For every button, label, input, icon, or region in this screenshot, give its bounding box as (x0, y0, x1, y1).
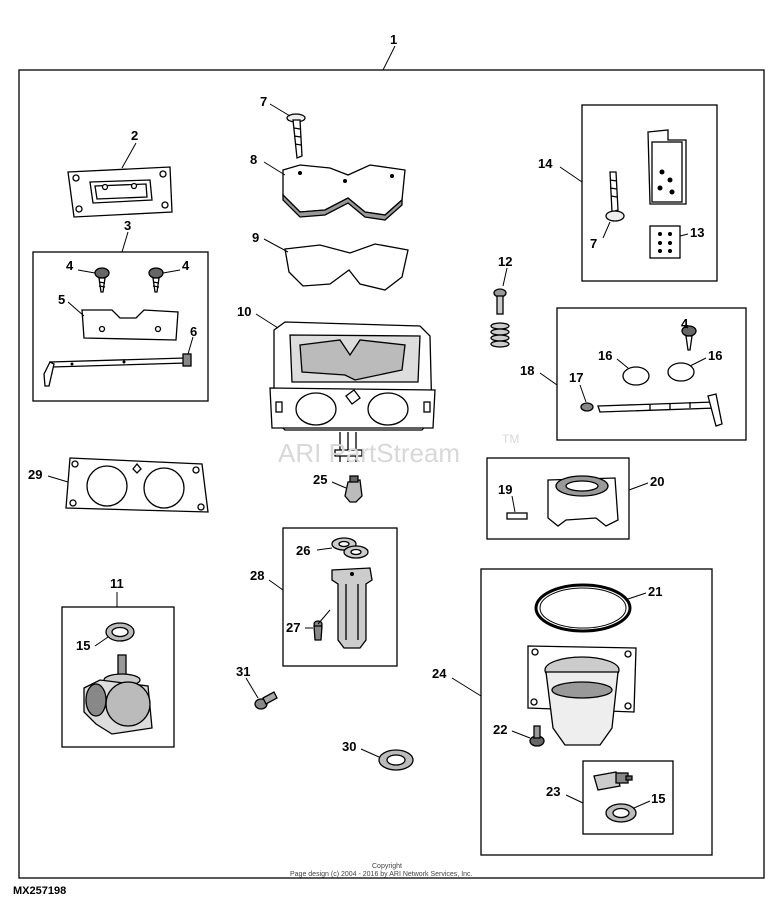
callout-4[interactable]: 4 (182, 258, 190, 273)
part-5-bracket[interactable] (81, 309, 179, 341)
assembly-box (18, 69, 765, 879)
watermark: ARI PartStream (278, 438, 460, 468)
callout-4[interactable]: 4 (681, 316, 689, 331)
watermark-tm: TM (502, 432, 519, 446)
part-30-washer[interactable] (378, 749, 414, 771)
callout-17[interactable]: 17 (569, 370, 583, 385)
part-25-fitting[interactable] (344, 475, 363, 503)
callout-4[interactable]: 4 (66, 258, 74, 273)
part-4-screw[interactable] (94, 267, 110, 293)
callout-27[interactable]: 27 (286, 620, 300, 635)
callout-20[interactable]: 20 (650, 474, 664, 489)
kit-23-box (582, 760, 674, 835)
part-23-solenoid[interactable] (593, 771, 633, 791)
part-29-gasket[interactable] (65, 457, 209, 513)
part-15-washer[interactable] (105, 622, 135, 642)
callout-14[interactable]: 14 (538, 156, 553, 171)
part-9-gasket[interactable] (284, 243, 409, 291)
part-27-needle[interactable] (313, 609, 331, 641)
part-8-top-plate[interactable] (282, 164, 406, 221)
part-28-float[interactable] (331, 567, 373, 649)
callout-12[interactable]: 12 (498, 254, 512, 269)
callout-9[interactable]: 9 (252, 230, 259, 245)
callout-28[interactable]: 28 (250, 568, 264, 583)
part-11-solenoid[interactable] (83, 654, 153, 735)
part-17-washer[interactable] (580, 402, 594, 412)
callout-29[interactable]: 29 (28, 467, 42, 482)
callout-24[interactable]: 24 (432, 666, 447, 681)
part-5-rod[interactable] (43, 357, 187, 387)
part-15-washer[interactable] (605, 803, 637, 823)
part-20-bracket[interactable] (547, 475, 619, 527)
callout-11[interactable]: 11 (110, 576, 124, 591)
callout-25[interactable]: 25 (313, 472, 327, 487)
kit-28-box (282, 527, 398, 667)
part-21-o-ring[interactable] (534, 583, 632, 633)
part-18-shaft[interactable] (597, 393, 723, 427)
callout-5[interactable]: 5 (58, 292, 65, 307)
part-4-screw[interactable] (148, 267, 164, 293)
part-22-screw[interactable] (529, 725, 545, 747)
kit-3-box (32, 251, 209, 402)
part-24-float-bowl[interactable] (527, 645, 637, 746)
part-13-plate[interactable] (649, 225, 681, 259)
callout-2[interactable]: 2 (131, 128, 138, 143)
callout-22[interactable]: 22 (493, 722, 507, 737)
kit-11-box (61, 606, 175, 748)
callout-21[interactable]: 21 (648, 584, 662, 599)
part-7-screw[interactable] (605, 171, 625, 222)
part-16-disc[interactable] (667, 362, 695, 382)
part-26-gaskets[interactable] (331, 537, 369, 559)
callout-31[interactable]: 31 (236, 664, 250, 679)
copyright-line1: Copyright (372, 863, 402, 870)
callout-19[interactable]: 19 (498, 482, 512, 497)
callout-26[interactable]: 26 (296, 543, 310, 558)
part-14-bracket[interactable] (647, 129, 687, 205)
part-10-carburetor-body[interactable] (269, 321, 436, 462)
callout-30[interactable]: 30 (342, 739, 356, 754)
callout-23[interactable]: 23 (546, 784, 560, 799)
callout-8[interactable]: 8 (250, 152, 257, 167)
callout-6[interactable]: 6 (190, 324, 197, 339)
copyright-line2: Page design (c) 2004 - 2016 by ARI Netwo… (290, 871, 473, 878)
callout-1[interactable]: 1 (390, 32, 397, 47)
kit-14-box (581, 104, 718, 282)
callout-16[interactable]: 16 (708, 348, 722, 363)
figure-id: MX257198 (13, 885, 66, 897)
part-6-nut[interactable] (182, 353, 192, 367)
callout-18[interactable]: 18 (520, 363, 534, 378)
callout-7[interactable]: 7 (590, 236, 597, 251)
callout-13[interactable]: 13 (690, 225, 704, 240)
callout-7[interactable]: 7 (260, 94, 267, 109)
part-12-screw-spring[interactable] (490, 288, 510, 348)
callout-10[interactable]: 10 (237, 304, 251, 319)
part-16-disc[interactable] (622, 366, 650, 386)
kit-18-box (556, 307, 747, 441)
callout-16[interactable]: 16 (598, 348, 612, 363)
part-4-screw[interactable] (681, 325, 697, 351)
kit-24-box (480, 568, 713, 856)
callout-15[interactable]: 15 (76, 638, 90, 653)
part-2-cover-plate[interactable] (67, 166, 173, 218)
callout-15[interactable]: 15 (651, 791, 665, 806)
callout-3[interactable]: 3 (124, 218, 131, 233)
part-19-pin[interactable] (506, 512, 528, 520)
part-7-screw[interactable] (286, 113, 306, 159)
part-31-screw[interactable] (254, 691, 278, 710)
kit-20-box (486, 457, 630, 540)
